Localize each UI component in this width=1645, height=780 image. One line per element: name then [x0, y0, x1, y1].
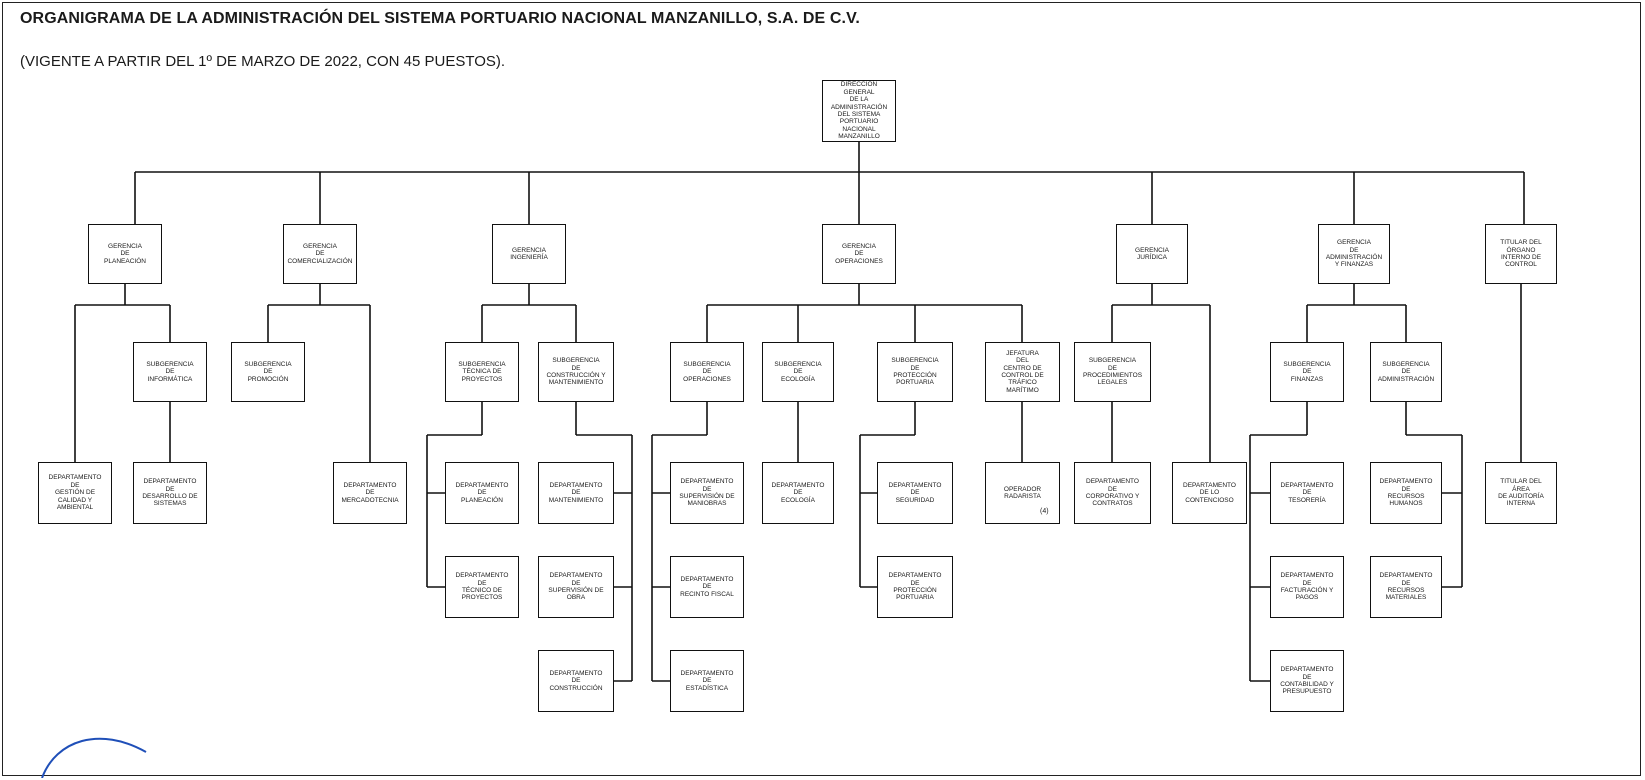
- org-box-d-merc: DEPARTAMENTO DE MERCADOTECNIA: [333, 462, 407, 524]
- org-box-d-seg: DEPARTAMENTO DE SEGURIDAD: [877, 462, 953, 524]
- org-box-s-fin: SUBGERENCIA DE FINANZAS: [1270, 342, 1344, 402]
- org-box-s-proc: SUBGERENCIA DE PROCEDIMIENTOS LEGALES: [1074, 342, 1151, 402]
- org-box-s-eco: SUBGERENCIA DE ECOLOGÍA: [762, 342, 834, 402]
- org-box-direccion: DIRECCIÓN GENERAL DE LA ADMINISTRACIÓN D…: [822, 80, 896, 142]
- operator-count-note: (4): [1040, 508, 1049, 515]
- org-box-g-op: GERENCIA DE OPERACIONES: [822, 224, 896, 284]
- org-box-j-ctm: JEFATURA DEL CENTRO DE CONTROL DE TRÁFIC…: [985, 342, 1060, 402]
- org-box-g-jur: GERENCIA JURÍDICA: [1116, 224, 1188, 284]
- org-box-o-rad: OPERADOR RADARISTA: [985, 462, 1060, 524]
- org-box-g-plan: GERENCIA DE PLANEACIÓN: [88, 224, 162, 284]
- org-box-s-inf: SUBGERENCIA DE INFORMÁTICA: [133, 342, 207, 402]
- logo-icon: [41, 737, 147, 778]
- org-box-d-mant: DEPARTAMENTO DE MANTENIMIENTO: [538, 462, 614, 524]
- org-box-d-tes: DEPARTAMENTO DE TESORERÍA: [1270, 462, 1344, 524]
- org-box-d-contab: DEPARTAMENTO DE CONTABILIDAD Y PRESUPUES…: [1270, 650, 1344, 712]
- org-box-g-adm: GERENCIA DE ADMINISTRACIÓN Y FINANZAS: [1318, 224, 1390, 284]
- org-box-d-dsis: DEPARTAMENTO DE DESARROLLO DE SISTEMAS: [133, 462, 207, 524]
- org-box-s-prot: SUBGERENCIA DE PROTECCIÓN PORTUARIA: [877, 342, 953, 402]
- org-box-d-man: DEPARTAMENTO DE SUPERVISIÓN DE MANIOBRAS: [670, 462, 744, 524]
- org-box-d-plan: DEPARTAMENTO DE PLANEACIÓN: [445, 462, 519, 524]
- org-box-d-tecp: DEPARTAMENTO DE TÉCNICO DE PROYECTOS: [445, 556, 519, 618]
- org-box-d-cons: DEPARTAMENTO DE CONSTRUCCIÓN: [538, 650, 614, 712]
- org-box-t-aud: TITULAR DEL ÁREA DE AUDITORÍA INTERNA: [1485, 462, 1557, 524]
- org-box-d-cont: DEPARTAMENTO DE LO CONTENCIOSO: [1172, 462, 1247, 524]
- org-box-g-com: GERENCIA DE COMERCIALIZACIÓN: [283, 224, 357, 284]
- org-box-d-prot: DEPARTAMENTO DE PROTECCIÓN PORTUARIA: [877, 556, 953, 618]
- org-box-g-ing: GERENCIA INGENIERÍA: [492, 224, 566, 284]
- org-box-s-oper: SUBGERENCIA DE OPERACIONES: [670, 342, 744, 402]
- org-box-s-tec: SUBGERENCIA TÉCNICA DE PROYECTOS: [445, 342, 519, 402]
- org-box-d-sup: DEPARTAMENTO DE SUPERVISIÓN DE OBRA: [538, 556, 614, 618]
- org-box-s-cons: SUBGERENCIA DE CONSTRUCCIÓN Y MANTENIMIE…: [538, 342, 614, 402]
- page-subtitle: (VIGENTE A PARTIR DEL 1º DE MARZO DE 202…: [20, 53, 506, 70]
- org-box-d-corp: DEPARTAMENTO DE CORPORATIVO Y CONTRATOS: [1074, 462, 1151, 524]
- org-box-d-fact: DEPARTAMENTO DE FACTURACIÓN Y PAGOS: [1270, 556, 1344, 618]
- org-box-t-oic: TITULAR DEL ÓRGANO INTERNO DE CONTROL: [1485, 224, 1557, 284]
- org-box-d-est: DEPARTAMENTO DE ESTADÍSTICA: [670, 650, 744, 712]
- org-box-d-rm: DEPARTAMENTO DE RECURSOS MATERIALES: [1370, 556, 1442, 618]
- org-box-s-prom: SUBGERENCIA DE PROMOCIÓN: [231, 342, 305, 402]
- org-box-d-eco: DEPARTAMENTO DE ECOLOGÍA: [762, 462, 834, 524]
- org-box-s-admin: SUBGERENCIA DE ADMINISTRACIÓN: [1370, 342, 1442, 402]
- org-box-d-rec: DEPARTAMENTO DE RECINTO FISCAL: [670, 556, 744, 618]
- org-box-d-rh: DEPARTAMENTO DE RECURSOS HUMANOS: [1370, 462, 1442, 524]
- page-title: ORGANIGRAMA DE LA ADMINISTRACIÓN DEL SIS…: [20, 10, 860, 27]
- org-box-d-gest: DEPARTAMENTO DE GESTIÓN DE CALIDAD Y AMB…: [38, 462, 112, 524]
